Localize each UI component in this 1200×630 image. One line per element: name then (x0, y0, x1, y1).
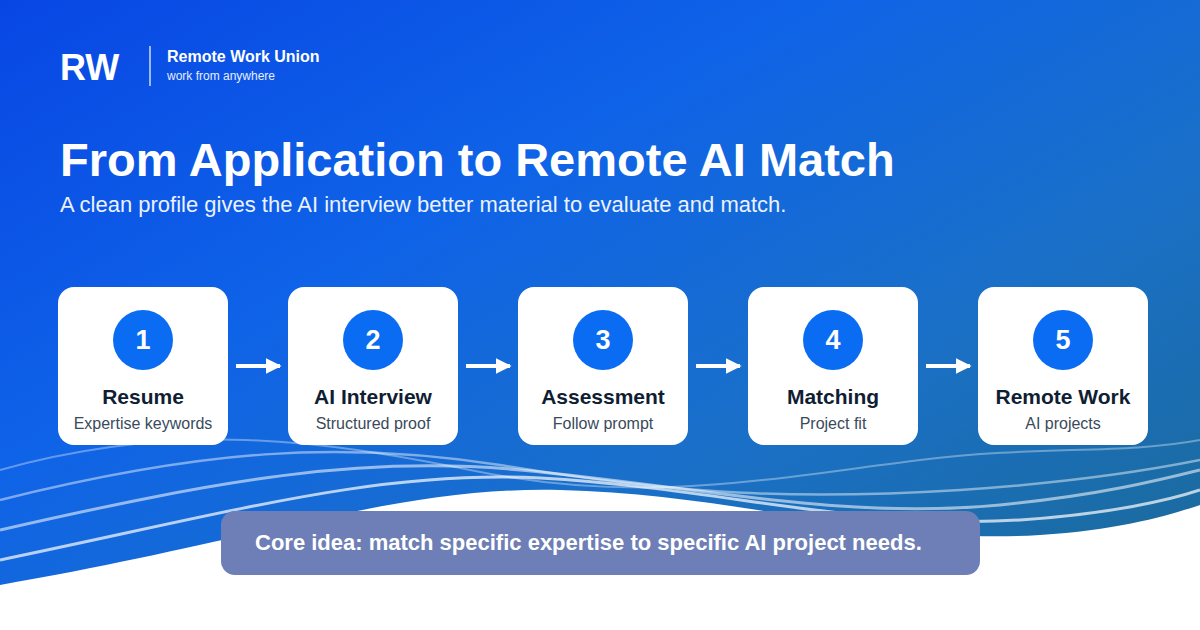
step-number-circle: 3 (573, 310, 633, 370)
core-idea-text: Core idea: match specific expertise to s… (255, 511, 922, 575)
step-heading: Remote Work (978, 384, 1148, 410)
flow-arrow (466, 364, 510, 368)
step-number-circle: 4 (803, 310, 863, 370)
core-idea-band: Core idea: match specific expertise to s… (221, 511, 980, 575)
step-detail: AI projects (978, 414, 1148, 434)
brand-tagline: work from anywhere (167, 68, 275, 84)
step-detail: Project fit (748, 414, 918, 434)
step-number-circle: 1 (113, 310, 173, 370)
wave-fill (0, 490, 1200, 630)
step-detail: Structured proof (288, 414, 458, 434)
step-box: AI InterviewStructured proof 2 (288, 287, 458, 445)
logo-mark: RW (60, 48, 119, 88)
step-heading: AI Interview (288, 384, 458, 410)
step-number: 5 (1033, 310, 1093, 370)
subtitle: A clean profile gives the AI interview b… (60, 191, 786, 219)
step-number-circle: 5 (1033, 310, 1093, 370)
step-number: 1 (113, 310, 173, 370)
title: From Application to Remote AI Match (60, 132, 895, 188)
step-number-circle: 2 (343, 310, 403, 370)
logo-divider (149, 46, 151, 86)
step-box: MatchingProject fit 4 (748, 287, 918, 445)
step-box: ResumeExpertise keywords 1 (58, 287, 228, 445)
step-number: 3 (573, 310, 633, 370)
flow-arrow (696, 364, 740, 368)
step-box: Remote Work AI projects 5 (978, 287, 1148, 445)
step-heading: Assessment (518, 384, 688, 410)
brand-name: Remote Work Union (167, 47, 320, 67)
step-number: 2 (343, 310, 403, 370)
flow-arrow (926, 364, 970, 368)
step-heading: Matching (748, 384, 918, 410)
step-detail: Expertise keywords (58, 414, 228, 434)
step-number: 4 (803, 310, 863, 370)
flow-arrow (236, 364, 280, 368)
step-detail: Follow prompt (518, 414, 688, 434)
step-box: AssessmentFollow prompt 3 (518, 287, 688, 445)
step-heading: Resume (58, 384, 228, 410)
